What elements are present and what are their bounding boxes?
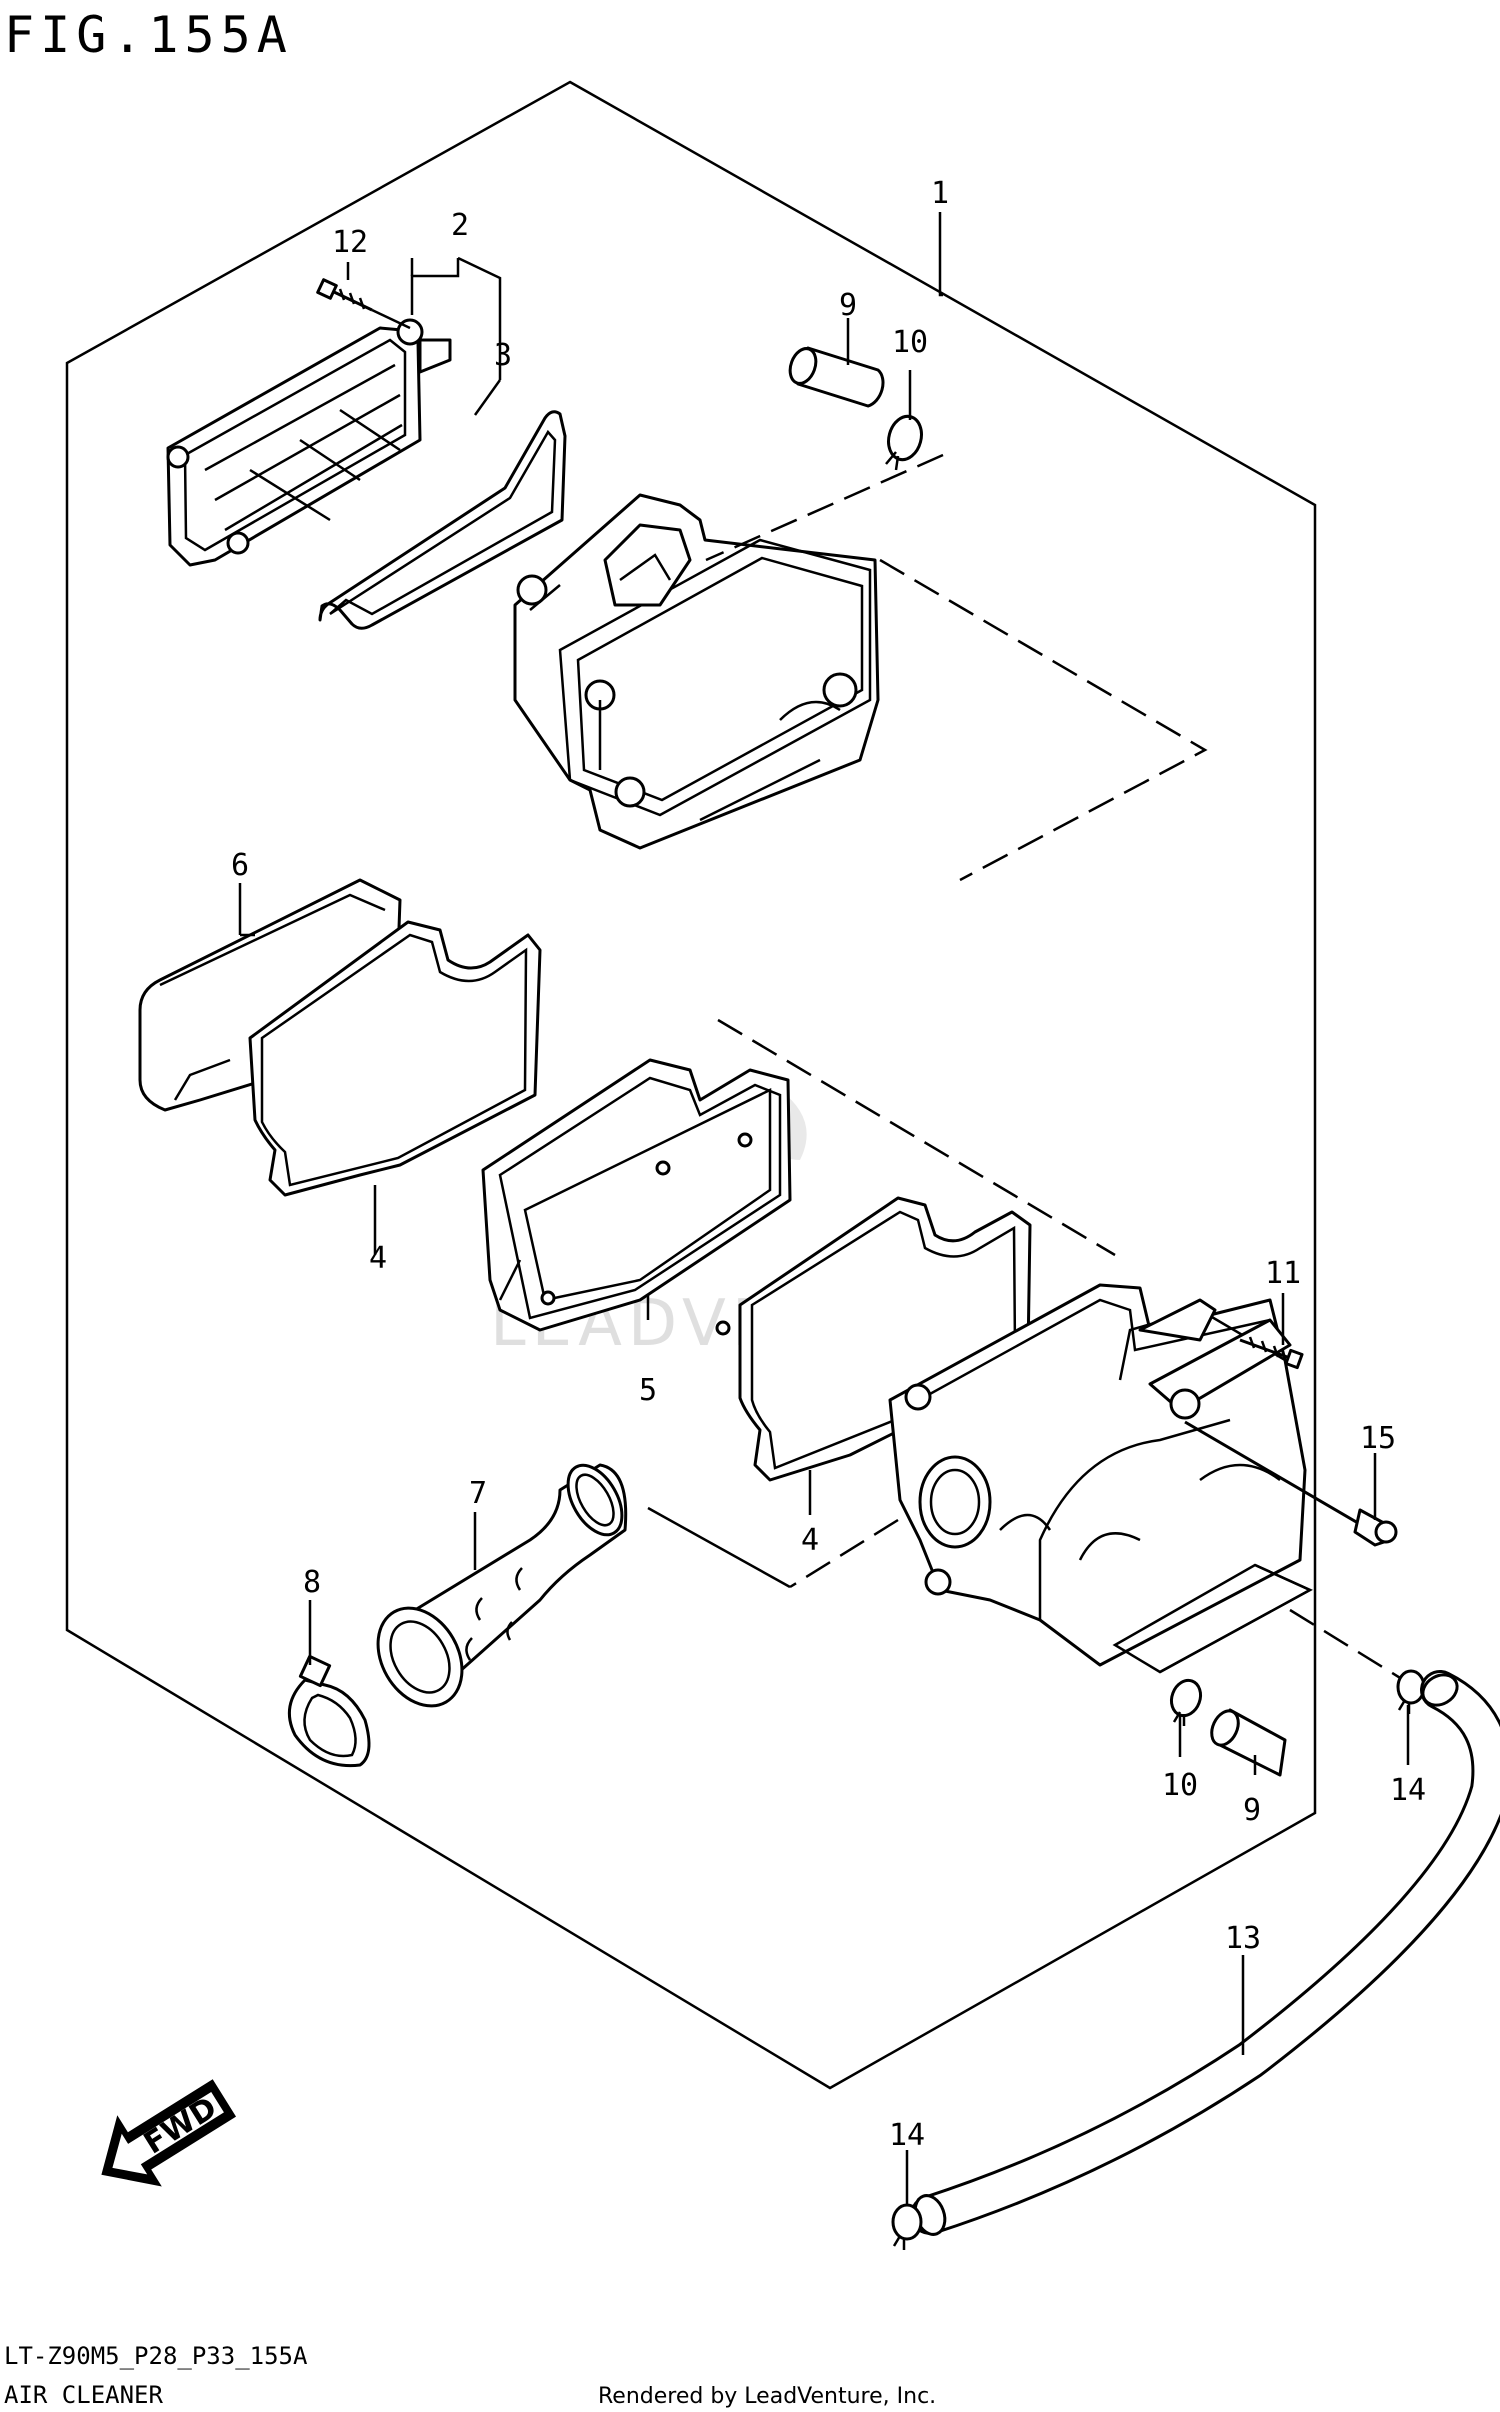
part-9-pipe-upper bbox=[788, 346, 885, 408]
part-11-screw bbox=[1239, 1336, 1304, 1370]
callout-12: 12 bbox=[332, 225, 368, 260]
assembly-boundary bbox=[65, 80, 1317, 2090]
leader-lines bbox=[238, 212, 1410, 2205]
callout-13: 13 bbox=[1225, 1921, 1261, 1956]
part-2-cover bbox=[166, 318, 452, 567]
callout-2: 2 bbox=[451, 208, 469, 243]
credit-text: Rendered by LeadVenture, Inc. bbox=[598, 2384, 936, 2409]
part-13-hose bbox=[910, 1670, 1500, 2236]
callout-9-upper: 9 bbox=[839, 288, 857, 323]
part-12-screw bbox=[316, 278, 411, 330]
callout-10-lower: 10 bbox=[1162, 1768, 1198, 1803]
callout-11: 11 bbox=[1265, 1256, 1301, 1291]
callout-15: 15 bbox=[1360, 1421, 1396, 1456]
part-15-bolt bbox=[1184, 1420, 1398, 1547]
callout-4-left: 4 bbox=[369, 1241, 387, 1276]
callout-1: 1 bbox=[931, 176, 949, 211]
part-4-seal-left bbox=[248, 920, 542, 1197]
part-10-clip-lower bbox=[1169, 1678, 1203, 1726]
part-14-clip-upper bbox=[1396, 1669, 1426, 1714]
air-cleaner-case bbox=[888, 1283, 1307, 1667]
leader-case-base bbox=[647, 1506, 791, 1589]
leader-case-to-duct bbox=[789, 1518, 899, 1589]
callout-5: 5 bbox=[639, 1373, 657, 1408]
figure-title: FIG.155A bbox=[4, 6, 293, 64]
model-code: LT-Z90M5_P28_P33_155A bbox=[4, 2342, 308, 2370]
part-9-pipe-lower bbox=[1210, 1708, 1287, 1777]
callout-9-lower: 9 bbox=[1243, 1793, 1261, 1828]
callout-4-right: 4 bbox=[801, 1523, 819, 1558]
leader-cap-to-boundary bbox=[879, 558, 1208, 882]
callout-6: 6 bbox=[231, 848, 249, 883]
callout-3: 3 bbox=[494, 338, 512, 373]
leader-case-lower bbox=[1159, 1563, 1313, 1674]
callout-10-upper: 10 bbox=[892, 325, 928, 360]
part-5-filter-plate bbox=[481, 1058, 792, 1336]
part-10-clip-upper bbox=[885, 414, 923, 471]
leader-cap-to-hose bbox=[705, 453, 944, 562]
part-7-duct bbox=[376, 1463, 628, 1708]
callout-7: 7 bbox=[469, 1476, 487, 1511]
callout-numbers: 1 2 3 12 9 10 6 4 5 4 11 15 7 8 10 9 14 … bbox=[231, 176, 1426, 2153]
callout-14-upper: 14 bbox=[1390, 1773, 1426, 1808]
part-3-seal bbox=[318, 410, 567, 630]
air-cleaner-cap bbox=[513, 493, 880, 850]
callout-14-lower: 14 bbox=[889, 2118, 925, 2153]
part-14-clip-lower bbox=[891, 2203, 923, 2250]
leader-seal-to-boundary bbox=[717, 1018, 1116, 1257]
fwd-arrow: FWD bbox=[101, 2079, 237, 2187]
callout-8: 8 bbox=[303, 1565, 321, 1600]
section-name: AIR CLEANER bbox=[4, 2381, 163, 2409]
leader-case-to-hose bbox=[1289, 1608, 1411, 1686]
part-8-clamp bbox=[287, 1654, 371, 1768]
